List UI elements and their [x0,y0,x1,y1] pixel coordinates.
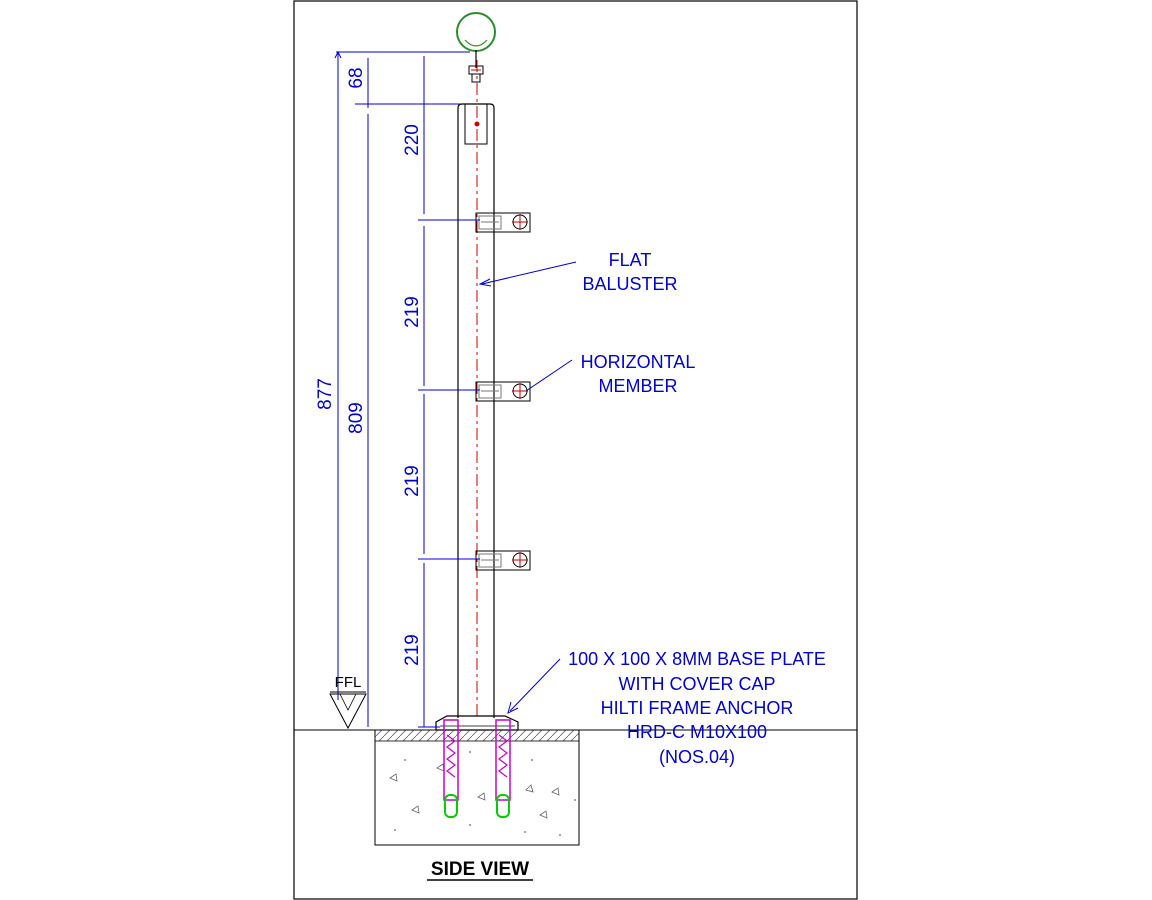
sheet-border [293,0,858,900]
member-clamp-2 [475,381,531,402]
leader-member [525,359,573,392]
dim-line-post [355,58,460,727]
dim-line-overall [334,50,470,700]
concrete-slab [374,729,580,846]
leader-base [507,658,561,714]
callout-base-line3: HILTI FRAME ANCHOR [601,698,794,718]
member-clamp-1 [475,212,531,233]
base-plate [435,715,519,731]
dim-chain [418,56,480,728]
callout-base-line4: HRD-C M10X100 [627,722,767,742]
dim-spacing-3: 219 [402,634,423,666]
callout-base-line2: WITH COVER CAP [618,674,775,694]
handrail-tube [456,12,496,52]
dim-post-height: 809 [346,402,367,434]
callout-member-line2: MEMBER [598,376,677,396]
dim-rail-offset: 68 [346,67,367,88]
callout-base-line1: 100 X 100 X 8MM BASE PLATE [568,649,826,669]
rail-saddle-bracket [468,50,484,83]
dim-overall: 877 [315,378,336,410]
member-clamp-3 [475,550,531,571]
dim-top-spacing: 220 [402,124,423,156]
callout-base-line5: (NOS.04) [659,747,735,767]
dim-spacing-2: 219 [402,465,423,497]
anchor-bolt-left [443,719,459,818]
callout-baluster-line1: FLAT [609,250,652,270]
callout-baluster-line2: BALUSTER [582,274,677,294]
view-title: SIDE VIEW [431,859,529,880]
ffl-level-marker: FFL [329,674,367,730]
callout-member-line1: HORIZONTAL [581,352,696,372]
ffl-label: FFL [335,674,362,691]
dim-spacing-1: 219 [402,296,423,328]
leader-baluster [478,261,577,287]
anchor-bolt-right [495,719,511,818]
